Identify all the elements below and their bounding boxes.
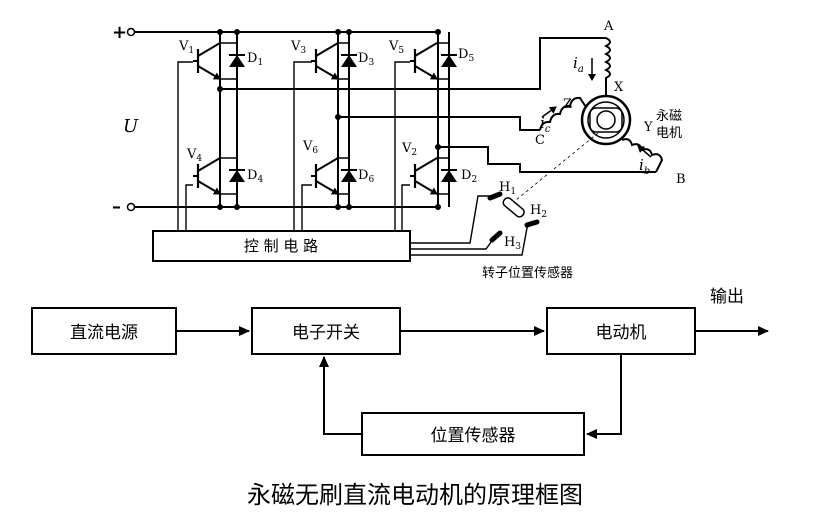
control-circuit-box	[152, 230, 411, 262]
switch-cell	[410, 42, 457, 80]
transistor-label: V2	[401, 141, 417, 158]
hall-h2-label: H2	[530, 203, 547, 220]
transistor-collector	[414, 42, 438, 57]
transistor-collector	[315, 42, 339, 57]
rotor-shaft	[596, 110, 616, 130]
hall-sensor-h3	[489, 230, 503, 243]
block-electronic-switch	[251, 307, 401, 355]
transistor-emitter	[414, 65, 438, 80]
transistor-collector	[414, 157, 438, 172]
block-dc-source-label: 直流电源	[70, 323, 138, 343]
diode-symbol	[341, 55, 357, 67]
arrow-sensor-to-switch	[319, 356, 362, 435]
transistor-collector	[197, 157, 221, 172]
switch-cell	[193, 157, 245, 195]
terminal-c-label: C	[535, 133, 545, 148]
diode-symbol	[229, 55, 245, 67]
diode-label: D3	[358, 51, 374, 68]
terminal-z-label: Z	[563, 97, 572, 112]
block-motor-label: 电动机	[596, 323, 647, 343]
terminal-y-label: Y	[643, 120, 653, 135]
diode-label: D6	[358, 168, 374, 185]
switch-cell	[311, 42, 357, 80]
output-label: 输出	[710, 287, 744, 307]
negative-terminal	[126, 202, 136, 212]
hall-h1-label: H1	[499, 180, 516, 197]
shaft-link-dashed	[509, 132, 599, 206]
phase-c-wire	[338, 116, 540, 131]
transistor-label: V3	[290, 39, 306, 56]
phase-b-wire	[438, 146, 656, 173]
transistor-emitter	[197, 65, 221, 80]
motor-drawing: A X Z C Y B ia ic ib 永磁 电机	[509, 19, 686, 206]
switch-cell	[311, 157, 357, 195]
transistor-label: V1	[178, 39, 194, 56]
diode-label: D5	[458, 47, 474, 64]
current-b-arrow	[637, 145, 652, 158]
diode-symbol	[229, 170, 245, 182]
block-position-sensor-label: 位置传感器	[431, 426, 516, 446]
supply-voltage-label: U	[123, 116, 139, 137]
current-a-label: ia	[573, 54, 584, 75]
transistor-label: V4	[186, 147, 202, 164]
hall-sensors: H1 H2 H3 转子位置传感器	[482, 180, 573, 281]
diode-symbol	[441, 170, 457, 182]
winding-a-coil	[603, 37, 611, 96]
transistor-emitter	[197, 180, 221, 195]
positive-terminal	[126, 27, 136, 37]
terminal-x-label: X	[614, 80, 624, 95]
block-position-sensor	[361, 412, 585, 456]
switch-cell	[410, 157, 457, 195]
diode-symbol	[341, 170, 357, 182]
transistor-emitter	[315, 180, 339, 195]
gate-drive-wires	[177, 61, 410, 231]
terminal-b-label: B	[676, 172, 686, 187]
block-diagram: 直流电源 电子开关 电动机 位置传感器 输出	[31, 287, 769, 456]
minus-sign: –	[112, 196, 121, 217]
winding-c-coil	[539, 96, 589, 131]
current-c-arrow	[541, 106, 557, 118]
control-circuit-label: 控 制 电 路	[244, 237, 318, 255]
transistor-label: V5	[388, 39, 404, 56]
diode-symbol	[441, 55, 457, 67]
transistor-label: V6	[302, 139, 318, 156]
sensor-caption: 转子位置传感器	[482, 265, 573, 281]
hall-sensor-h2	[524, 219, 540, 228]
arrow-motor-to-sensor	[586, 354, 622, 439]
diode-label: D1	[247, 51, 263, 68]
hall-sensor-h1	[487, 191, 503, 201]
transistor-emitter	[315, 65, 339, 80]
diode-label: D4	[247, 168, 263, 185]
terminal-a-label: A	[603, 19, 614, 34]
current-b-label: ib	[639, 156, 650, 177]
plus-sign: +	[112, 22, 127, 43]
rotor-disc	[502, 197, 525, 218]
motor-label-line2: 电机	[656, 126, 682, 141]
transistor-collector	[315, 157, 339, 172]
current-c-label: ic	[540, 114, 551, 135]
transistor-emitter	[414, 180, 438, 195]
hall-h3-label: H3	[504, 235, 521, 252]
block-dc-source	[31, 307, 177, 355]
switch-cell	[193, 42, 245, 80]
diode-label: D2	[461, 168, 477, 185]
transistor-collector	[197, 42, 221, 57]
motor-label-line1: 永磁	[656, 109, 682, 124]
figure-caption: 永磁无刷直流电动机的原理框图	[247, 481, 583, 509]
phase-a-wire	[220, 37, 606, 90]
block-electronic-switch-label: 电子开关	[292, 323, 360, 343]
